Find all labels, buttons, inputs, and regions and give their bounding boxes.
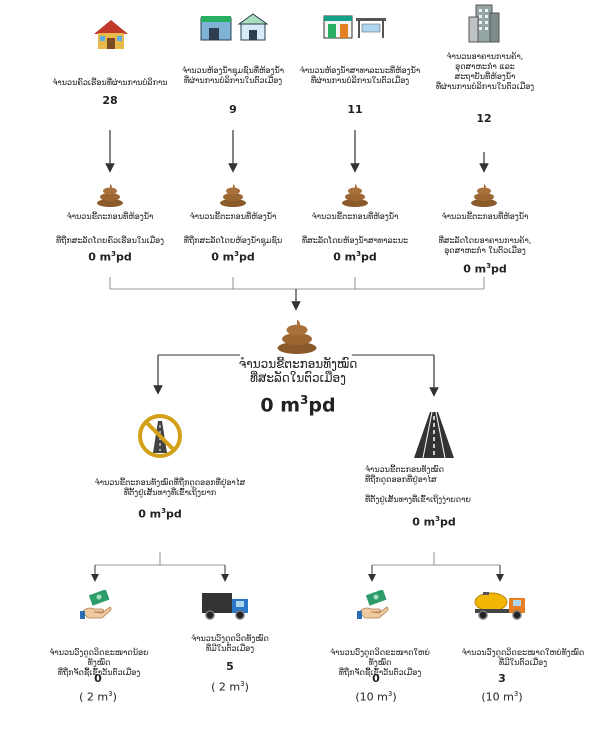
sludge-label-2: ຈໍານວນຂີ້ຕະກອນທີ່ຫ້ອງນ້ຳ — [189, 212, 277, 221]
tanker-truck-icon — [474, 592, 525, 620]
bottom-value-4: 3 — [498, 672, 506, 685]
sludge-label-1: ຈໍານວນຂີ້ຕະກອນທີ່ຫ້ອງນ້ຳ — [66, 212, 154, 221]
building-icon — [468, 4, 500, 43]
bottom-value-3: 0 — [372, 672, 380, 685]
branch-value-easy: 0 m3pd — [412, 515, 456, 529]
sludge-value-2: 0 m3pd — [211, 250, 255, 264]
top-label-commercial: ຈໍານວນອາຄານການຄ້າ, ອຸດສາຫະກໍາ ແລະ ສະຖາບັ… — [435, 52, 535, 91]
poop-icon — [220, 184, 246, 207]
top-value-households: 28 — [102, 94, 118, 107]
house-icon — [94, 20, 128, 49]
center-label: ຈໍານວນຂີ້ຕະກອນທັງໝົດ ທີ່ສະລັດໃນຕົວເມືອງ — [238, 357, 358, 385]
bottom-size-2: ( 2 m3) — [211, 680, 249, 694]
poop-icon — [342, 184, 368, 207]
center-value: 0 m3pd — [260, 393, 336, 417]
sludge-value-4: 0 m3pd — [463, 262, 507, 276]
bottom-label-3: ຈໍານວນວົງດູດວິດຂະໜາດໃຫຍ່ທັງໝົດ ທີ່ຖືກຈັດ… — [330, 648, 430, 677]
bottom-value-2: 5 — [226, 660, 234, 673]
bottom-size-1: ( 2 m3) — [79, 690, 117, 704]
money-hand-icon — [357, 590, 389, 619]
branch-value-difficult: 0 m3pd — [138, 507, 182, 521]
sludge-label-4: ຈໍານວນຂີ້ຕະກອນທີ່ຫ້ອງນ້ຳ — [441, 212, 529, 221]
branch-label-easy: ຈໍານວນຂີ້ຕະກອນທັງໝົດ ທີ່ຖືກດູດອອກທີ່ຢູ່ອ… — [365, 465, 471, 504]
top-value-community-toilets: 9 — [229, 103, 237, 116]
top-value-commercial: 12 — [476, 112, 492, 125]
no-road-icon — [138, 414, 182, 458]
shop-icon — [200, 13, 269, 41]
sludge-value-3: 0 m3pd — [333, 250, 377, 264]
top-label-households: ຈໍານວນຄົວເຮືອນທີ່ຜ່ານການບໍລິການ — [52, 78, 168, 87]
poop-icon — [471, 184, 497, 207]
bottom-size-4: (10 m3) — [481, 690, 523, 704]
road-icon — [414, 412, 454, 458]
poop-icon — [97, 184, 123, 207]
top-value-public-toilets: 11 — [347, 103, 363, 116]
sludge-sub-2: ທີ່ຖືກສະລັດໂດຍຫ້ອງນ້ຳຊຸມຊົນ — [183, 236, 283, 245]
sludge-sub-3: ທີ່ສະລັດໂດຍຫ້ອງນ້ຳສາທາລະນະ — [301, 236, 409, 245]
sludge-value-1: 0 m3pd — [88, 250, 132, 264]
poop-icon — [277, 319, 317, 354]
branch-label-difficult: ຈໍານວນຂີ້ຕະກອນທັງໝົດທີ່ຖືກດູດອອກທີ່ຢູ່ອາ… — [94, 478, 246, 497]
truck-icon — [202, 593, 248, 620]
money-hand-icon — [80, 590, 112, 619]
bottom-label-1: ຈໍານວນວົງດູດວິດຂະໜາດນ້ອຍທັງໝົດ ທີ່ຖືກຈັດ… — [49, 648, 149, 677]
bottom-label-2: ຈໍານວນວົງດູດວິດທັງໝົດ ທີ່ມີໃນຕົວເມືອງ — [191, 634, 269, 653]
sludge-sub-1: ທີ່ຖືກສະລັດໂດຍຄົວເຮືອນໃນເມືອງ — [55, 236, 165, 245]
top-label-public-toilets: ຈໍານວນຫ້ອງນ້ຳສາທາລະນະທີ່ຫ້ອງນ້ຳ ທີ່ຜ່ານກ… — [299, 66, 421, 85]
sludge-label-3: ຈໍານວນຂີ້ຕະກອນທີ່ຫ້ອງນ້ຳ — [311, 212, 399, 221]
bottom-value-1: 0 — [94, 672, 102, 685]
public-toilet-icon — [323, 15, 386, 39]
bottom-label-4: ຈໍານວນວົງດູດວິດຂະໜາດໃຫຍ່ທັງໝົດ ທີ່ມີໃນຕົ… — [461, 648, 585, 667]
bottom-size-3: (10 m3) — [355, 690, 397, 704]
sludge-sub-4: ທີ່ສະລັດໂດຍອາຄານການຄ້າ, ອຸດສາຫະກໍາ ໃນຕົວ… — [438, 236, 532, 255]
top-label-community-toilets: ຈໍານວນຫ້ອງນ້ຳຊຸມຊົນທີ່ຫ້ອງນ້ຳ ທີ່ຜ່ານການ… — [181, 66, 285, 85]
